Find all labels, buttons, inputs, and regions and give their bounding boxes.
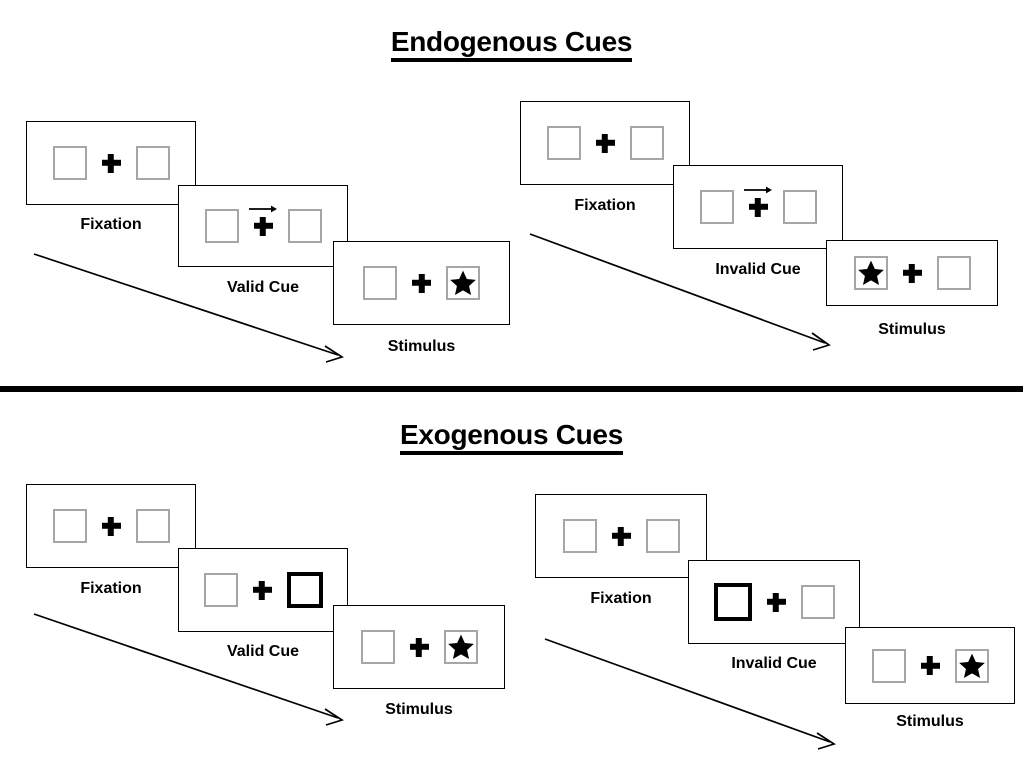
display-row [827, 256, 997, 290]
caption-exogenous-valid-cue: Valid Cue [226, 643, 300, 660]
panel-exogenous-invalid-stage-stimulus[interactable] [845, 627, 1015, 704]
section-title-endogenous: Endogenous Cues [0, 26, 1023, 62]
fixation-cross-icon [612, 527, 631, 546]
placeholder-box-left-cued[interactable] [713, 583, 752, 621]
caption-endogenous-valid-cue: Valid Cue [226, 279, 300, 296]
fixation-cross-icon [102, 154, 121, 173]
caption-endogenous-valid-stimulus: Stimulus [387, 338, 456, 355]
star-icon [448, 268, 478, 298]
placeholder-box-left-target[interactable] [853, 256, 888, 290]
star-icon-glyph [857, 260, 884, 286]
panel-endogenous-invalid-stage-stimulus[interactable] [826, 240, 998, 306]
display-row [689, 583, 859, 621]
time-flow-arrow-exogenous-invalid [544, 638, 836, 750]
display-row [334, 266, 509, 300]
panel-endogenous-invalid-stage-cue[interactable] [673, 165, 843, 249]
caption-endogenous-invalid-stimulus: Stimulus [878, 321, 946, 338]
placeholder-box-right-cued[interactable] [286, 572, 323, 608]
star-icon [957, 651, 987, 681]
display-row [846, 648, 1014, 683]
fixation-cross-icon [767, 593, 786, 612]
placeholder-box-left[interactable] [52, 146, 87, 180]
fixation-cross-icon [102, 517, 121, 536]
placeholder-box-left[interactable] [699, 190, 734, 224]
placeholder-box-left[interactable] [204, 209, 239, 243]
display-row [179, 205, 347, 243]
display-row [334, 630, 504, 664]
caption-endogenous-invalid-cue: Invalid Cue [715, 261, 801, 278]
caption-endogenous-invalid-fixation: Fixation [574, 197, 636, 214]
star-icon [856, 258, 886, 288]
display-row [27, 509, 195, 543]
fixation-cross-icon [410, 638, 429, 657]
panel-exogenous-valid-stage-fixation[interactable] [26, 484, 196, 568]
section-title-endogenous-text: Endogenous Cues [390, 26, 632, 62]
caption-exogenous-invalid-fixation: Fixation [590, 590, 652, 607]
placeholder-box-right[interactable] [800, 585, 835, 619]
fixation-cross-icon [253, 581, 272, 600]
placeholder-box-left[interactable] [546, 126, 581, 160]
placeholder-box-left[interactable] [52, 509, 87, 543]
fixation-cross-icon [249, 205, 277, 236]
star-icon-glyph [447, 634, 474, 660]
display-row [674, 186, 842, 224]
arrow-right-icon [249, 205, 277, 212]
placeholder-box-right[interactable] [135, 146, 170, 180]
placeholder-box-right-target[interactable] [443, 630, 478, 664]
placeholder-box-right[interactable] [629, 126, 664, 160]
display-row [179, 572, 347, 608]
panel-endogenous-valid-stage-fixation[interactable] [26, 121, 196, 205]
panel-exogenous-valid-stage-cue[interactable] [178, 548, 348, 632]
star-icon-glyph [450, 270, 476, 296]
placeholder-box-right[interactable] [645, 519, 680, 553]
placeholder-box-right[interactable] [936, 256, 971, 290]
arrow-right-icon [744, 186, 772, 193]
star-icon [446, 632, 476, 662]
display-row [536, 519, 706, 553]
panel-exogenous-invalid-stage-fixation[interactable] [535, 494, 707, 578]
placeholder-box-left[interactable] [562, 519, 597, 553]
panel-endogenous-invalid-stage-fixation[interactable] [520, 101, 690, 185]
panel-endogenous-valid-stage-stimulus[interactable] [333, 241, 510, 325]
fixation-cross-icon [921, 656, 940, 675]
fixation-cross-icon [412, 274, 431, 293]
panel-endogenous-valid-stage-cue[interactable] [178, 185, 348, 267]
placeholder-box-right[interactable] [782, 190, 817, 224]
panel-exogenous-invalid-stage-cue[interactable] [688, 560, 860, 644]
placeholder-box-right-target[interactable] [446, 266, 480, 300]
section-title-exogenous-text: Exogenous Cues [400, 419, 623, 455]
fixation-cross-icon [903, 264, 922, 283]
fixation-cross-icon [744, 186, 772, 217]
panel-exogenous-valid-stage-stimulus[interactable] [333, 605, 505, 689]
caption-exogenous-invalid-cue: Invalid Cue [731, 655, 817, 672]
placeholder-box-right[interactable] [287, 209, 322, 243]
placeholder-box-right-target[interactable] [954, 648, 989, 683]
section-title-exogenous: Exogenous Cues [0, 419, 1023, 455]
placeholder-box-left[interactable] [360, 630, 395, 664]
star-icon-glyph [958, 653, 985, 678]
caption-exogenous-invalid-stimulus: Stimulus [896, 713, 964, 730]
display-row [27, 146, 195, 180]
caption-endogenous-valid-fixation: Fixation [80, 216, 142, 233]
fixation-cross-icon [596, 134, 615, 153]
display-row [521, 126, 689, 160]
placeholder-box-left[interactable] [871, 648, 906, 683]
placeholder-box-right[interactable] [135, 509, 170, 543]
placeholder-box-left[interactable] [363, 266, 397, 300]
section-divider [0, 386, 1023, 392]
caption-exogenous-valid-stimulus: Stimulus [385, 701, 453, 718]
caption-exogenous-valid-fixation: Fixation [80, 580, 142, 597]
placeholder-box-left[interactable] [203, 573, 238, 607]
